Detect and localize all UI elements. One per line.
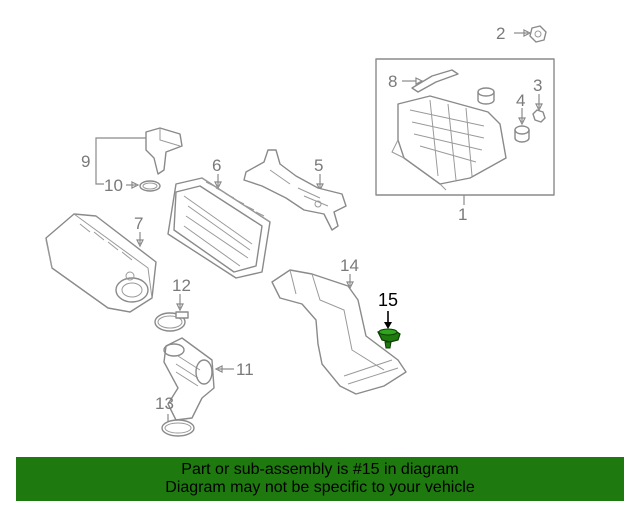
info-banner: Part or sub-assembly is #15 in diagram D… bbox=[16, 457, 624, 501]
callout-8: 8 bbox=[388, 72, 397, 91]
callout-1: 1 bbox=[458, 205, 467, 224]
part-13-clamp[interactable] bbox=[161, 414, 195, 437]
part-15-clip[interactable] bbox=[377, 311, 401, 349]
callout-14: 14 bbox=[340, 256, 359, 275]
part-2-clip[interactable] bbox=[514, 25, 547, 43]
part-3-grommet[interactable] bbox=[532, 94, 546, 123]
part-12-clamp[interactable] bbox=[154, 294, 189, 332]
part-11-intake-hose[interactable] bbox=[163, 337, 234, 421]
part-6-air-filter[interactable] bbox=[167, 174, 271, 279]
callout-12: 12 bbox=[172, 276, 191, 295]
part-1-air-cleaner-case[interactable] bbox=[375, 58, 555, 205]
part-4-grommet[interactable] bbox=[514, 108, 530, 143]
callout-6: 6 bbox=[212, 156, 221, 175]
callout-7: 7 bbox=[134, 214, 143, 233]
case-cap bbox=[477, 87, 495, 105]
part-14-intake-duct[interactable] bbox=[271, 269, 407, 395]
banner-line-2: Diagram may not be specific to your vehi… bbox=[165, 479, 475, 496]
callout-3: 3 bbox=[533, 76, 542, 95]
banner-line-1: Part or sub-assembly is #15 in diagram bbox=[181, 461, 459, 478]
part-7-upper-cover[interactable] bbox=[45, 213, 157, 313]
parts-diagram: 1 2 3 4 5 6 7 8 9 10 11 12 13 14 15 bbox=[45, 24, 555, 437]
callout-4: 4 bbox=[516, 91, 525, 110]
callout-2: 2 bbox=[496, 24, 505, 43]
callout-13: 13 bbox=[155, 394, 174, 413]
callout-9: 9 bbox=[81, 152, 90, 171]
callout-15: 15 bbox=[378, 290, 398, 310]
part-9-maf-sensor[interactable] bbox=[95, 127, 183, 185]
callout-11: 11 bbox=[236, 360, 254, 379]
callout-10: 10 bbox=[104, 176, 123, 195]
part-8-clip[interactable] bbox=[402, 69, 459, 93]
callout-5: 5 bbox=[314, 156, 323, 175]
part-5-bracket[interactable] bbox=[243, 149, 347, 231]
part-10-o-ring[interactable] bbox=[126, 180, 161, 192]
